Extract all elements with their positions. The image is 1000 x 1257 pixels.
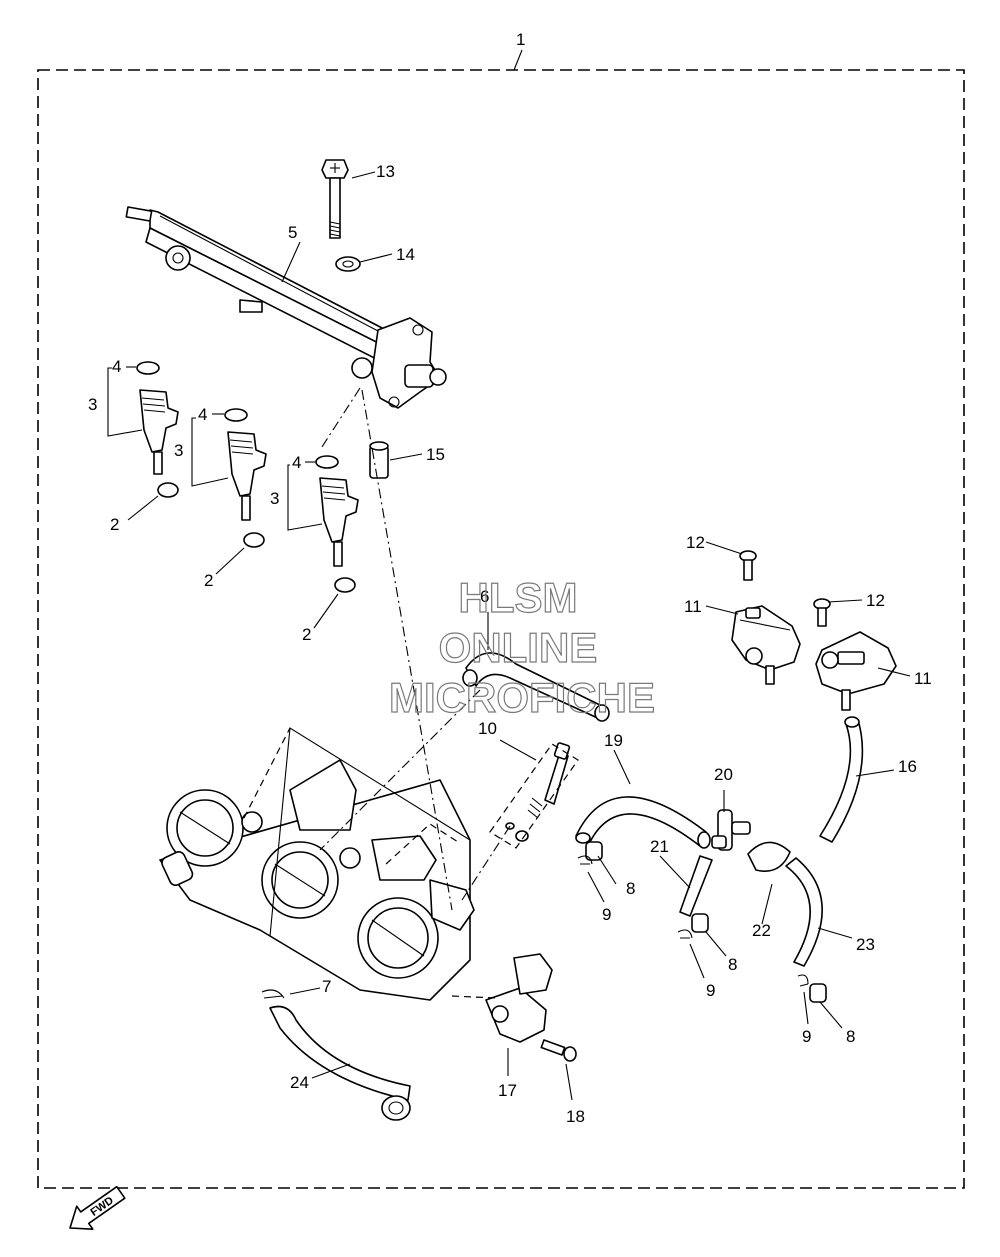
callout-12a: 12 [686,533,705,552]
fuel-rail[interactable] [125,206,447,409]
clip-2[interactable] [677,929,693,939]
hose-16[interactable] [819,719,864,843]
callout-6: 6 [480,587,489,606]
clip-3[interactable] [797,974,809,987]
watermark-line-2: ONLINE [439,624,598,671]
watermark-line-1: HLSM [459,574,578,621]
throttle-position-sensor[interactable] [485,953,553,1043]
callout-4c: 4 [292,453,301,472]
rail-washer[interactable] [335,256,361,272]
callout-3b: 3 [174,441,183,460]
injector-3[interactable] [315,455,359,593]
callout-4b: 4 [198,405,207,424]
callout-18: 18 [566,1107,585,1126]
callout-21: 21 [650,837,669,856]
idle-screw-set[interactable] [505,742,571,842]
sensor-bolt-1[interactable] [739,550,757,581]
rail-bolt[interactable] [321,159,349,239]
leader-lines [126,171,911,1101]
hose-6[interactable] [462,652,610,722]
callout-11b: 11 [914,669,932,688]
injector-1[interactable] [136,361,179,498]
cap-1[interactable] [585,841,603,861]
callout-22: 22 [752,921,771,940]
callout-13: 13 [376,162,395,181]
hose-joint[interactable] [711,809,751,851]
callout-10: 10 [478,719,497,738]
callout-2c: 2 [302,625,311,644]
hose-21[interactable] [679,855,713,917]
callout-9c: 9 [802,1027,811,1046]
callout-2b: 2 [204,571,213,590]
sensor-screw[interactable] [540,1039,577,1062]
hose-19[interactable] [575,796,707,847]
callout-3c: 3 [270,489,279,508]
clip-1[interactable] [577,855,593,865]
callout-8c: 8 [846,1027,855,1046]
callout-19: 19 [604,731,623,750]
hose-23[interactable] [785,857,823,967]
assembly-frame [37,69,965,1189]
throttle-body[interactable] [159,759,475,1001]
callout-20: 20 [714,765,733,784]
callout-8a: 8 [626,879,635,898]
callout-8b: 8 [728,955,737,974]
callout-24: 24 [290,1073,309,1092]
callout-16: 16 [898,757,917,776]
hose-22[interactable] [747,841,791,872]
callout-1: 1 [516,30,525,49]
sensor-2[interactable] [815,631,897,711]
callout-14: 14 [396,245,415,264]
cap-2[interactable] [691,913,709,933]
callout-7: 7 [322,977,331,996]
callout-9a: 9 [602,905,611,924]
callout-5: 5 [288,223,297,242]
callout-17: 17 [498,1081,517,1100]
callout-15: 15 [426,445,445,464]
sensor-1[interactable] [731,605,801,685]
callout-9b: 9 [706,981,715,1000]
watermark-line-3: MICROFICHE [389,674,655,721]
watermark: HLSM ONLINE MICROFICHE [388,573,655,721]
clip-7[interactable] [261,989,285,999]
callout-23: 23 [856,935,875,954]
callouts: 1 13 5 14 4 3 4 3 15 4 3 2 2 2 6 10 12 1… [88,30,932,1126]
hose-24[interactable] [269,1005,411,1121]
callout-2a: 2 [110,515,119,534]
rail-collar[interactable] [369,441,389,479]
callout-12b: 12 [866,591,885,610]
sensor-bolt-2[interactable] [813,598,831,627]
cap-3[interactable] [809,983,827,1003]
forward-arrow-icon: FWD [69,1185,126,1230]
callout-11a: 11 [684,597,702,616]
injector-2[interactable] [224,408,267,548]
callout-4a: 4 [112,357,121,376]
callout-3a: 3 [88,395,97,414]
